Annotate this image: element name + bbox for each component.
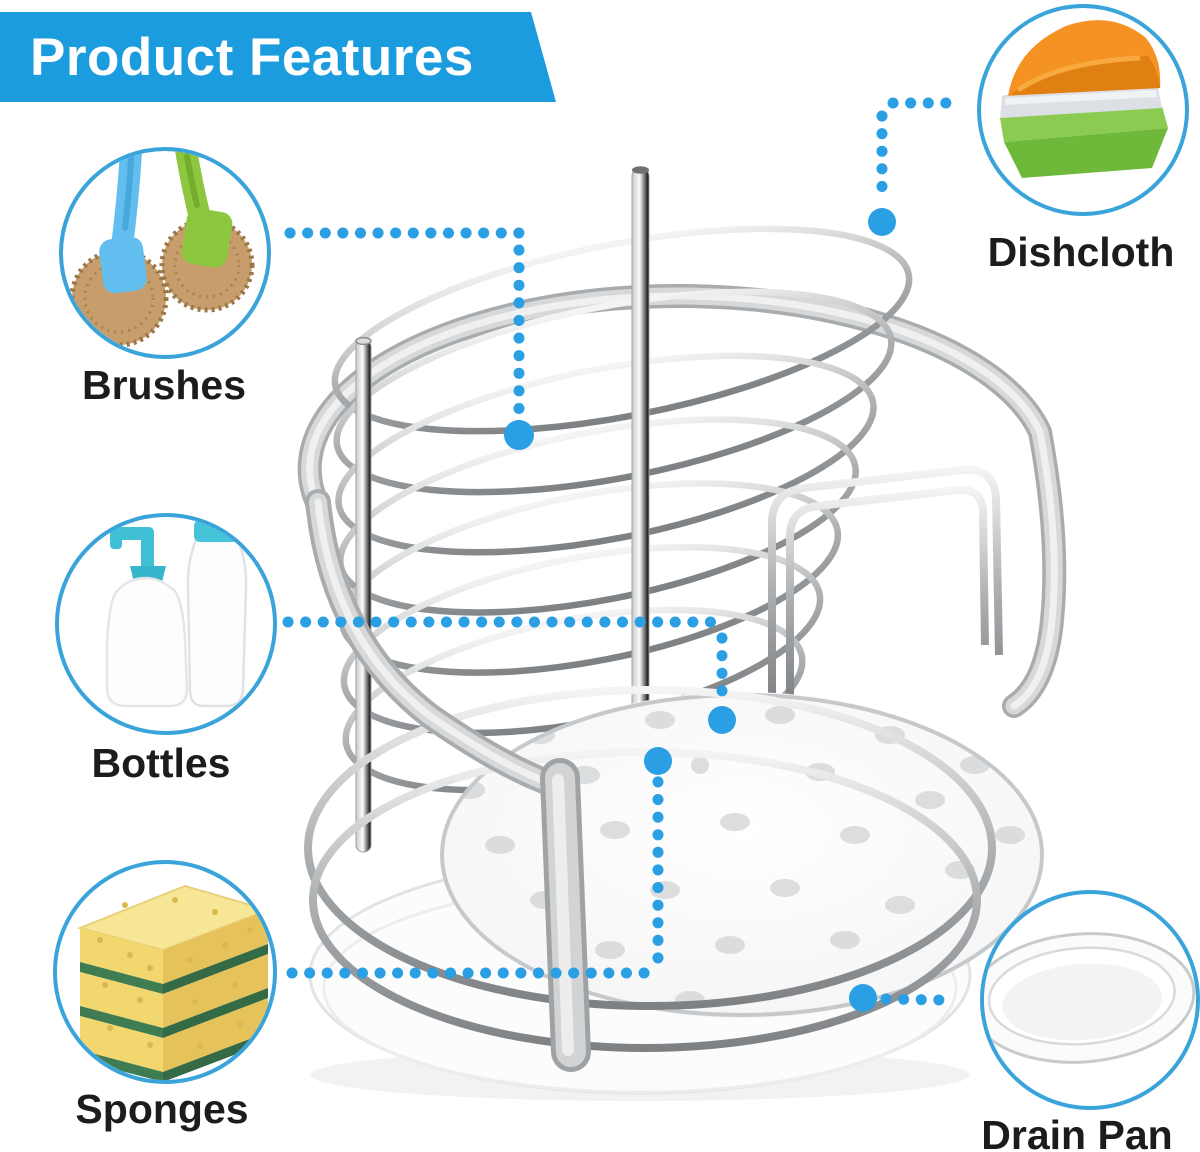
caddy-perforated-plate xyxy=(440,692,1044,1018)
caddy-top-rim-band xyxy=(297,283,1067,718)
anchor-dot-drainpan xyxy=(849,984,877,1012)
caddy-support-tubes xyxy=(355,166,650,853)
product-illustration xyxy=(297,166,1067,1101)
caddy-bottom-rings xyxy=(304,686,996,1052)
page-title: Product Features xyxy=(30,27,474,87)
anchor-dot-dishcloth xyxy=(868,208,896,236)
header-banner: Product Features xyxy=(0,12,556,102)
brushes-icon xyxy=(69,151,255,348)
caddy-front-band xyxy=(305,489,591,1072)
sponge-speckles xyxy=(97,897,253,1049)
connector-dots xyxy=(504,208,896,1012)
anchor-dot-sponges xyxy=(644,747,672,775)
label-sponges: Sponges xyxy=(75,1086,249,1132)
sponges-icon xyxy=(76,884,272,1080)
anchor-dot-brushes xyxy=(504,420,534,450)
label-dishcloth: Dishcloth xyxy=(987,229,1175,275)
drain-pan-icon xyxy=(976,932,1196,1064)
label-bottles: Bottles xyxy=(91,740,231,786)
label-brushes: Brushes xyxy=(81,362,247,408)
connector-lines xyxy=(282,97,969,1006)
anchor-dot-bottles xyxy=(708,706,736,734)
caddy-right-rail xyxy=(768,465,1003,702)
bottles-icon xyxy=(105,520,248,708)
dishcloth-icon xyxy=(1000,20,1168,178)
label-drain-pan: Drain Pan xyxy=(981,1112,1173,1152)
